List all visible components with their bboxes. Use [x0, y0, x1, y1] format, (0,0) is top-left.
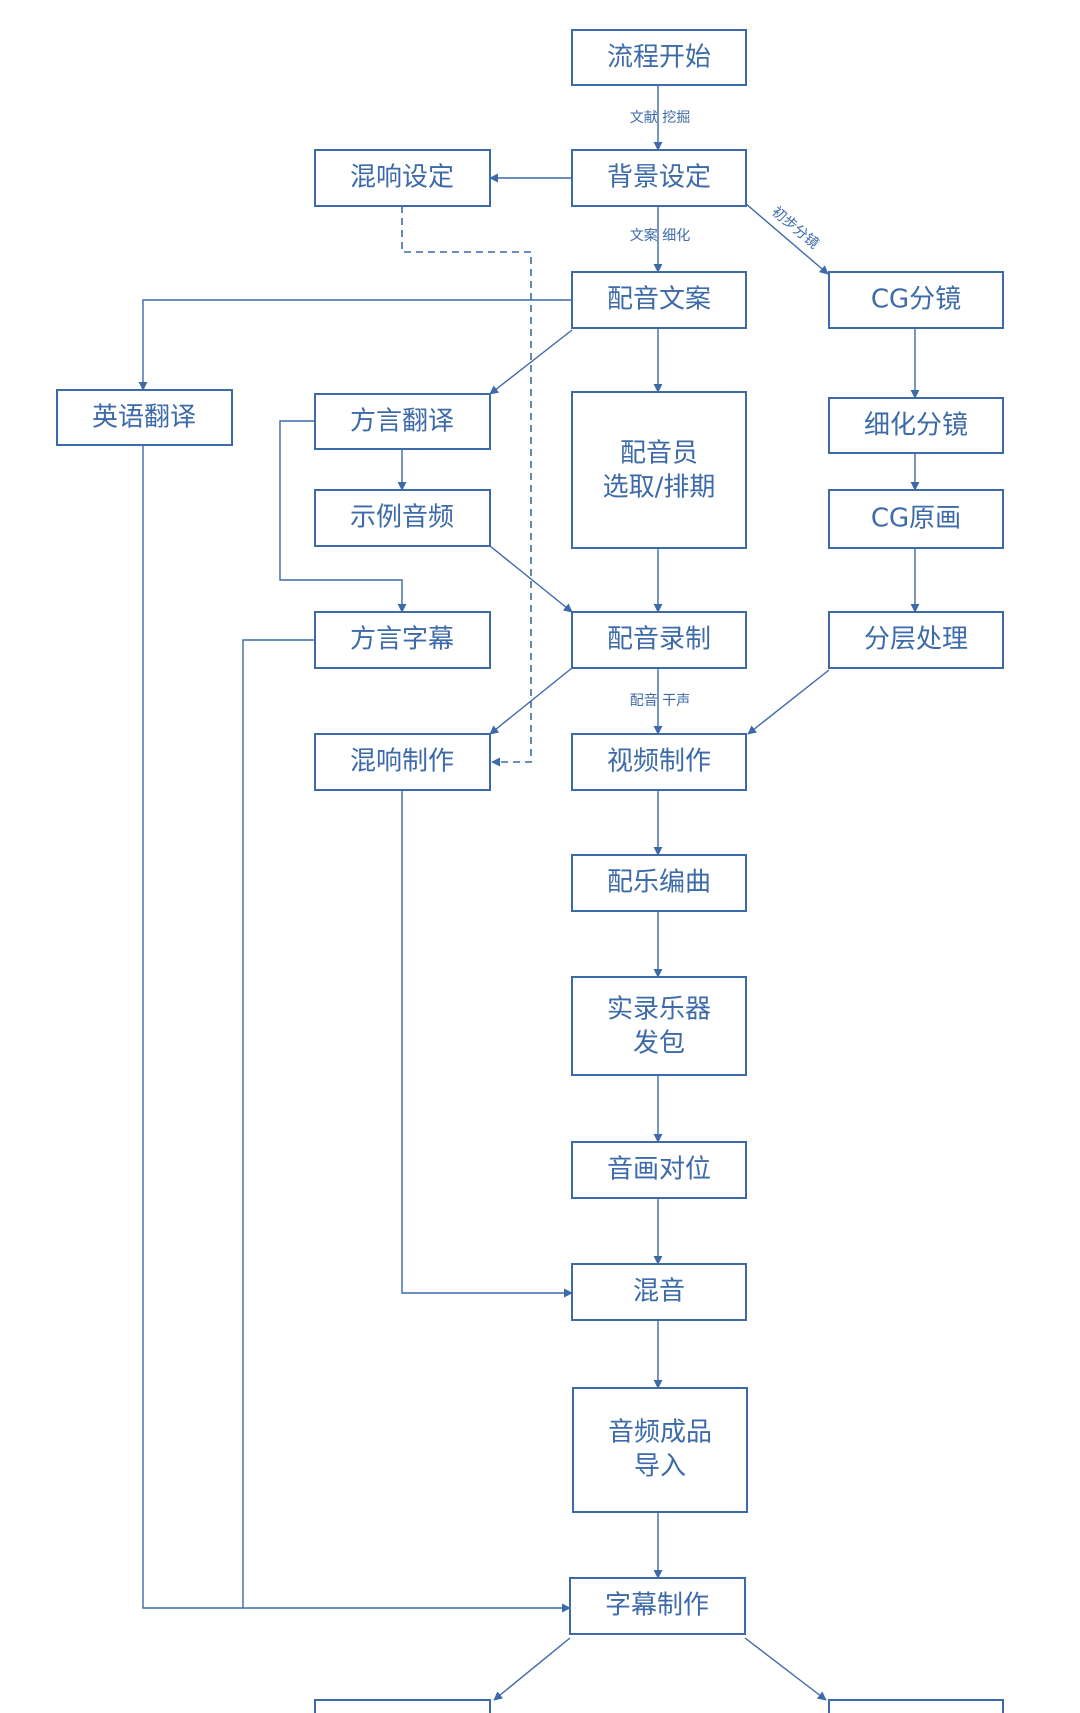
edge-sample-audio-to-dub-recording [489, 545, 573, 613]
edge-dub-script-to-dialect-translation [489, 329, 573, 395]
node-output-right [828, 1699, 1004, 1713]
node-start: 流程开始 [571, 29, 747, 86]
edge-reverb-production-to-mixing [401, 790, 573, 1298]
node-layer-processing-label: 分层处理 [864, 625, 968, 655]
node-reverb-setting-label: 混响设定 [350, 163, 454, 193]
node-cg-storyboard-label: CG分镜 [871, 285, 961, 315]
node-audio-import-line1: 音频成品 [608, 1418, 712, 1448]
node-reverb-production-label: 混响制作 [350, 747, 454, 777]
node-cg-art: CG原画 [828, 489, 1004, 549]
edge-label-initial-storyboard: 初步分镜 [768, 203, 822, 252]
edge-dialect-translation-to-dialect-subtitles [279, 420, 407, 613]
node-mixing: 混音 [571, 1263, 747, 1321]
node-dialect-subtitles: 方言字幕 [314, 611, 491, 669]
edge-reverb-setting-to-reverb-production [401, 206, 532, 767]
node-sample-audio-label: 示例音频 [350, 503, 454, 533]
node-mixing-label: 混音 [633, 1277, 685, 1307]
node-score-composition-label: 配乐编曲 [607, 868, 711, 898]
node-dub-script-label: 配音文案 [607, 285, 711, 315]
edge-label-dry-vocals: 配音 干声 [630, 692, 690, 709]
node-refined-storyboard: 细化分镜 [828, 397, 1004, 454]
node-background-label: 背景设定 [607, 163, 711, 193]
node-dub-recording: 配音录制 [571, 611, 747, 669]
node-refined-storyboard-label: 细化分镜 [864, 411, 968, 441]
node-audio-import: 音频成品 导入 [572, 1387, 748, 1513]
edge-label-literature-mining: 文献 挖掘 [630, 110, 690, 126]
edge-dialect-subtitles-to-subtitle-production [242, 639, 315, 1608]
node-live-instruments-line2: 发包 [633, 1029, 685, 1059]
node-voice-actor-line2: 选取/排期 [603, 473, 716, 503]
node-live-instruments-line1: 实录乐器 [607, 995, 711, 1025]
node-english-translation: 英语翻译 [56, 389, 233, 446]
edge-background-to-cg-storyboard [744, 202, 829, 275]
node-av-sync-label: 音画对位 [607, 1155, 711, 1185]
node-start-label: 流程开始 [607, 43, 711, 73]
node-video-production-label: 视频制作 [607, 747, 711, 777]
node-dialect-translation: 方言翻译 [314, 393, 491, 450]
node-dialect-translation-label: 方言翻译 [350, 407, 454, 437]
node-video-production: 视频制作 [571, 733, 747, 791]
node-reverb-setting: 混响设定 [314, 149, 491, 207]
node-dialect-subtitles-label: 方言字幕 [350, 625, 454, 655]
edge-layer-processing-to-video-production [747, 669, 830, 735]
node-cg-art-label: CG原画 [871, 504, 961, 534]
node-subtitle-production-label: 字幕制作 [605, 1591, 709, 1621]
edge-label-script-refine: 文案 细化 [630, 227, 690, 244]
node-layer-processing: 分层处理 [828, 611, 1004, 669]
node-voice-actor-line1: 配音员 [620, 439, 698, 469]
node-reverb-production: 混响制作 [314, 733, 491, 791]
edge-english-translation-to-subtitle-production [142, 445, 571, 1613]
node-cg-storyboard: CG分镜 [828, 271, 1004, 329]
edge-subtitle-production-to-output-right [744, 1637, 827, 1701]
node-english-translation-label: 英语翻译 [92, 403, 196, 433]
node-sample-audio: 示例音频 [314, 489, 491, 547]
node-av-sync: 音画对位 [571, 1141, 747, 1199]
edge-subtitle-production-to-output-left [493, 1637, 571, 1701]
node-background: 背景设定 [571, 149, 747, 207]
node-dub-recording-label: 配音录制 [607, 625, 711, 655]
node-dub-script: 配音文案 [571, 271, 747, 329]
node-audio-import-line2: 导入 [634, 1452, 686, 1482]
node-voice-actor: 配音员 选取/排期 [571, 391, 747, 549]
node-score-composition: 配乐编曲 [571, 854, 747, 912]
node-subtitle-production: 字幕制作 [569, 1577, 746, 1635]
node-live-instruments: 实录乐器 发包 [571, 976, 747, 1076]
edge-dub-script-to-english-translation [138, 299, 572, 391]
node-output-left [314, 1699, 491, 1713]
edge-dub-recording-to-reverb-production [489, 667, 573, 735]
